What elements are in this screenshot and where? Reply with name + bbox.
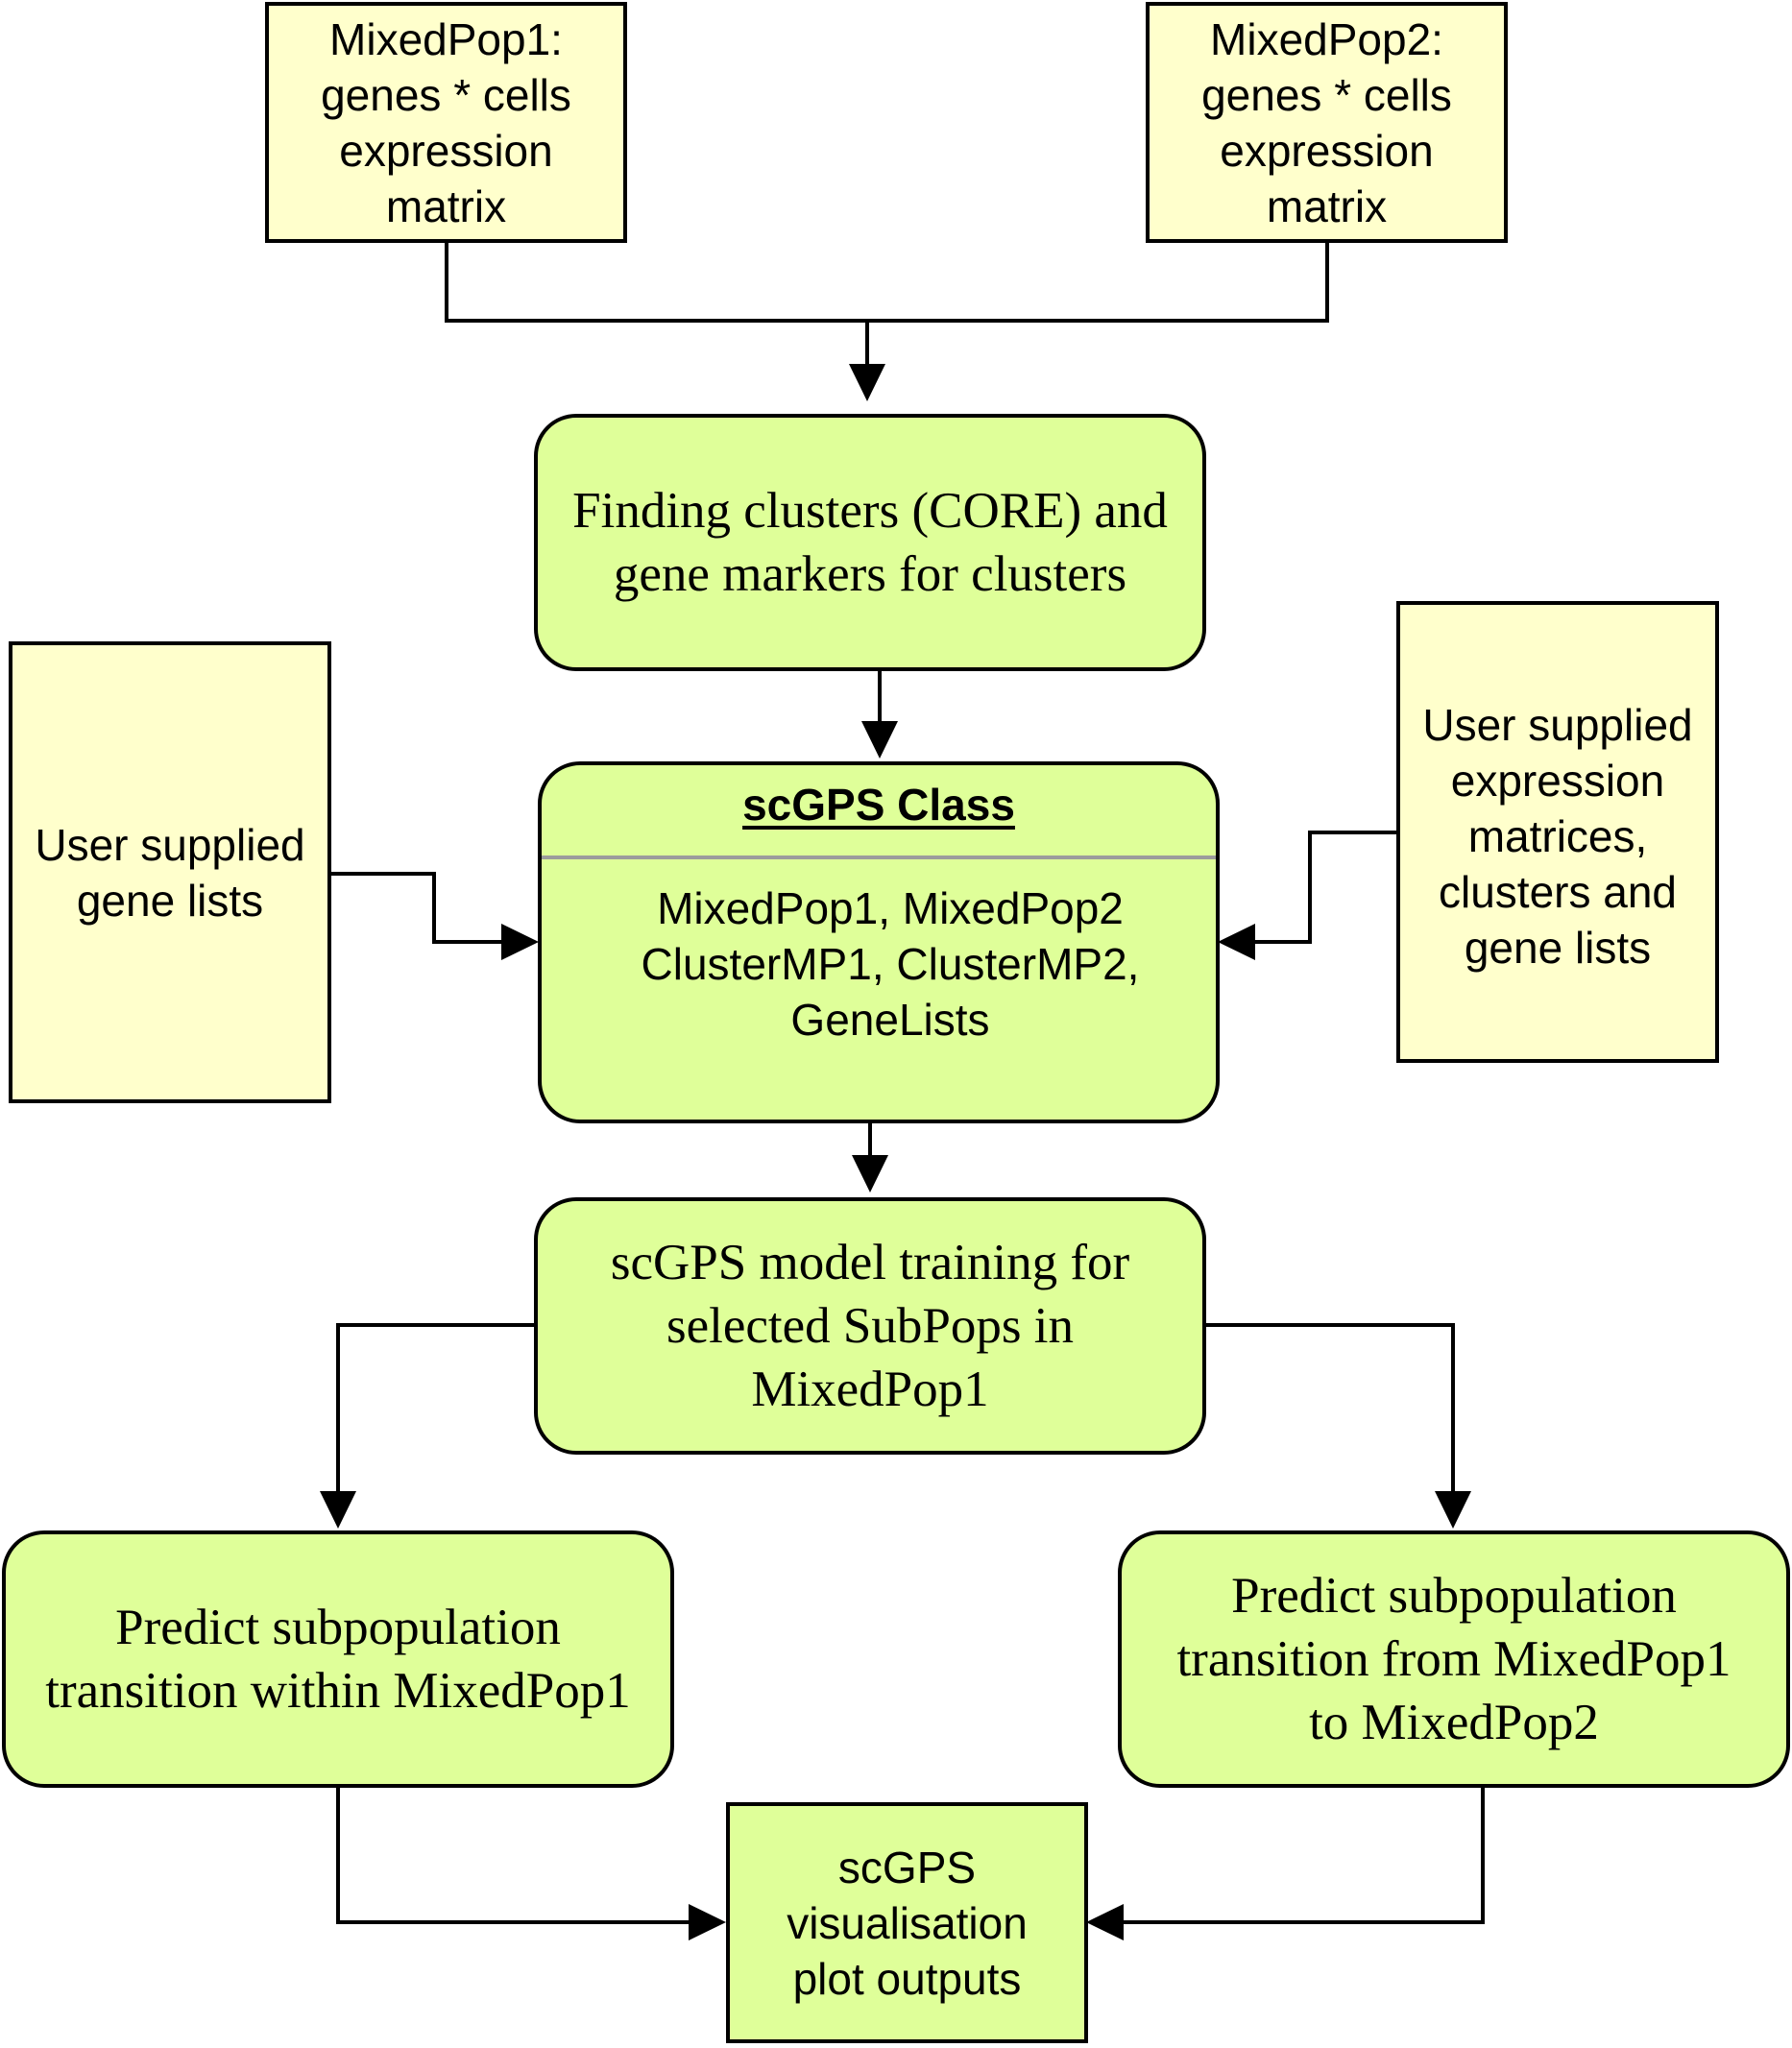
arrowhead-visualisation-right	[1086, 1904, 1124, 1940]
predict-between-line-1: Predict subpopulation	[1231, 1568, 1677, 1624]
user-expression-box: User supplied expression matrices, clust…	[1396, 601, 1719, 1063]
mixedpop2-input-box: MixedPop2: genes * cells expression matr…	[1146, 2, 1508, 243]
scgps-class-title: scGPS Class	[742, 780, 1015, 830]
connector-predict-within-to-visualisation	[336, 1786, 689, 1924]
mixedpop2-line-2: genes * cells	[1201, 69, 1452, 120]
visualisation-line-3: plot outputs	[792, 1953, 1022, 2004]
user-gene-lists-line-2: gene lists	[76, 876, 264, 926]
scgps-class-line-1: MixedPop1, MixedPop2	[657, 883, 1124, 933]
arrowhead-class-left	[501, 924, 539, 960]
predict-within-line-2: transition within MixedPop1	[45, 1663, 631, 1719]
mixedpop1-input-box: MixedPop1: genes * cells expression matr…	[265, 2, 627, 243]
predict-between-box: Predict subpopulation transition from Mi…	[1118, 1530, 1790, 1788]
model-training-box: scGPS model training for selected SubPop…	[534, 1197, 1206, 1455]
find-clusters-box: Finding clusters (CORE) and gene markers…	[534, 414, 1206, 671]
predict-within-line-1: Predict subpopulation	[115, 1600, 561, 1655]
visualisation-line-1: scGPS	[837, 1842, 977, 1892]
connector-training-to-predict-between	[1206, 1323, 1455, 1491]
find-clusters-line-2: gene markers for clusters	[613, 546, 1127, 602]
scgps-class-line-3: GeneLists	[790, 995, 990, 1045]
mixedpop1-line-3: expression	[339, 125, 553, 176]
mixedpop1-line-2: genes * cells	[321, 69, 571, 120]
mixedpop2-line-3: expression	[1220, 125, 1434, 176]
arrowhead-find-clusters	[849, 364, 885, 401]
connector-mixedpop1-merge	[445, 241, 1329, 323]
user-gene-lists-box: User supplied gene lists	[9, 641, 331, 1103]
mixedpop2-line-1: MixedPop2:	[1210, 13, 1443, 64]
user-expression-line-5: gene lists	[1464, 923, 1652, 973]
arrowhead-class-right	[1218, 924, 1255, 960]
arrowhead-visualisation-left	[689, 1904, 726, 1940]
model-training-line-2: selected SubPops in	[666, 1298, 1074, 1354]
user-expression-line-4: clusters and	[1438, 867, 1677, 917]
find-clusters-line-1: Finding clusters (CORE) and	[572, 483, 1168, 539]
mixedpop2-line-4: matrix	[1266, 181, 1388, 231]
user-expression-line-1: User supplied	[1422, 700, 1693, 750]
visualisation-box: scGPS visualisation plot outputs	[726, 1802, 1088, 2043]
model-training-line-3: MixedPop1	[751, 1361, 989, 1417]
scgps-class-box: scGPS Class MixedPop1, MixedPop2 Cluster…	[538, 761, 1220, 1123]
scgps-class-members: MixedPop1, MixedPop2 ClusterMP1, Cluster…	[642, 880, 1140, 1048]
mixedpop1-line-4: matrix	[385, 181, 507, 231]
connector-predict-between-to-visualisation	[1124, 1786, 1485, 1924]
scgps-class-line-2: ClusterMP1, ClusterMP2,	[641, 939, 1140, 989]
mixedpop1-line-1: MixedPop1:	[329, 13, 563, 64]
connector-user-expression-to-class	[1255, 831, 1398, 944]
user-gene-lists-line-1: User supplied	[35, 820, 305, 870]
arrowhead-class-top	[861, 721, 898, 759]
model-training-line-1: scGPS model training for	[610, 1235, 1130, 1290]
visualisation-line-2: visualisation	[787, 1897, 1028, 1948]
scgps-class-divider	[542, 855, 1216, 859]
arrowhead-predict-within	[320, 1491, 356, 1529]
arrowhead-training	[852, 1155, 888, 1193]
user-expression-line-2: expression	[1450, 756, 1665, 806]
connector-training-to-predict-within	[336, 1323, 534, 1491]
predict-within-box: Predict subpopulation transition within …	[2, 1530, 674, 1788]
predict-between-line-2: transition from MixedPop1	[1176, 1631, 1731, 1687]
predict-between-line-3: to MixedPop2	[1309, 1695, 1599, 1750]
connector-gene-lists-to-class	[329, 872, 501, 944]
arrowhead-predict-between	[1435, 1491, 1471, 1529]
user-expression-line-3: matrices,	[1467, 811, 1648, 861]
